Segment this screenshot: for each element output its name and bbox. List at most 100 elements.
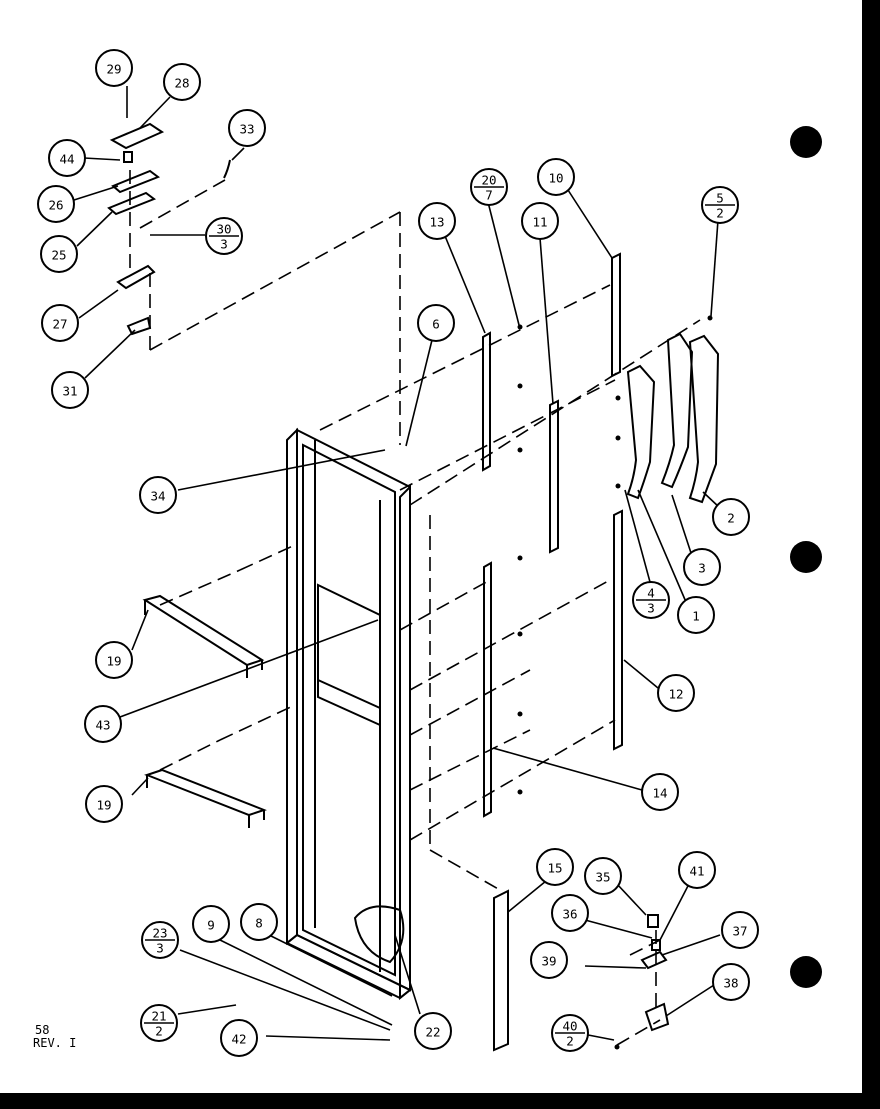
callout-numerator: 4 xyxy=(647,586,655,601)
callout-circle xyxy=(677,596,715,634)
callout-numerator: 5 xyxy=(716,191,724,206)
callout-label: 13 xyxy=(429,215,444,230)
callout-20: 207 xyxy=(470,168,508,206)
callout-quantity: 2 xyxy=(155,1024,163,1039)
binder-hole-top xyxy=(790,126,822,158)
callout-circle xyxy=(40,235,78,273)
page-border-bottom xyxy=(0,1093,880,1109)
callout-33: 33 xyxy=(228,109,266,147)
callout-numerator: 23 xyxy=(152,926,167,941)
callout-23: 233 xyxy=(141,921,179,959)
callout-2: 2 xyxy=(712,498,750,536)
callout-circle xyxy=(37,185,75,223)
callout-label: 43 xyxy=(95,718,110,733)
callout-label: 25 xyxy=(51,248,66,263)
callout-31: 31 xyxy=(51,371,89,409)
callout-15: 15 xyxy=(536,848,574,886)
callout-label: 22 xyxy=(425,1025,440,1040)
callout-circle xyxy=(584,857,622,895)
callout-42: 42 xyxy=(220,1019,258,1057)
bottom-hinge-assembly xyxy=(640,914,670,1032)
callout-numerator: 30 xyxy=(216,222,231,237)
callout-circle xyxy=(51,371,89,409)
binder-hole-bottom xyxy=(790,956,822,988)
callout-39: 39 xyxy=(530,941,568,979)
callout-38: 38 xyxy=(712,963,750,1001)
callout-40: 402 xyxy=(551,1014,589,1052)
callout-30: 303 xyxy=(205,217,243,255)
callout-35: 35 xyxy=(584,857,622,895)
door-shelves xyxy=(142,594,267,828)
page-border-right xyxy=(862,0,880,1109)
page-number: 58 xyxy=(35,1023,49,1037)
callout-bubbles: 2928443326253032731620713101152342343119… xyxy=(37,49,759,1057)
callout-8: 8 xyxy=(240,903,278,941)
revision-label: REV. I xyxy=(33,1036,76,1050)
callout-circle xyxy=(530,941,568,979)
callout-circle xyxy=(641,773,679,811)
callout-12: 12 xyxy=(657,674,695,712)
callout-label: 38 xyxy=(723,976,738,991)
callout-circle xyxy=(536,848,574,886)
callout-quantity: 3 xyxy=(156,941,164,956)
callout-circle xyxy=(678,851,716,889)
binder-hole-middle xyxy=(790,541,822,573)
callout-28: 28 xyxy=(163,63,201,101)
callout-label: 29 xyxy=(106,62,121,77)
leader-lines xyxy=(73,86,721,1041)
callout-label: 41 xyxy=(689,864,704,879)
callout-label: 11 xyxy=(532,215,547,230)
callout-22: 22 xyxy=(414,1012,452,1050)
callout-label: 10 xyxy=(548,171,563,186)
callout-circle xyxy=(41,304,79,342)
callout-label: 39 xyxy=(541,954,556,969)
door-frame xyxy=(285,427,412,1001)
callout-circle xyxy=(84,705,122,743)
callout-circle xyxy=(220,1019,258,1057)
door-handles xyxy=(626,332,720,504)
callout-34: 34 xyxy=(139,476,177,514)
callout-label: 44 xyxy=(59,152,74,167)
callout-circle xyxy=(95,641,133,679)
callout-44: 44 xyxy=(48,139,86,177)
page-note: 58 REV. I xyxy=(33,1023,76,1050)
callout-label: 35 xyxy=(595,870,610,885)
callout-26: 26 xyxy=(37,185,75,223)
callout-14: 14 xyxy=(641,773,679,811)
callout-circle xyxy=(712,963,750,1001)
callout-circle xyxy=(537,158,575,196)
screws xyxy=(517,315,713,1050)
callout-label: 28 xyxy=(174,76,189,91)
callout-circle xyxy=(418,202,456,240)
callout-label: 8 xyxy=(255,916,263,931)
callout-25: 25 xyxy=(40,235,78,273)
callout-label: 19 xyxy=(96,798,111,813)
callout-quantity: 7 xyxy=(485,188,493,203)
callout-19a: 19 xyxy=(95,641,133,679)
callout-numerator: 40 xyxy=(562,1019,577,1034)
callout-label: 27 xyxy=(52,317,67,332)
callout-circle xyxy=(657,674,695,712)
callout-37: 37 xyxy=(721,911,759,949)
callout-41: 41 xyxy=(678,851,716,889)
callout-numerator: 21 xyxy=(151,1009,166,1024)
callout-1: 1 xyxy=(677,596,715,634)
callout-circle xyxy=(521,202,559,240)
callout-label: 37 xyxy=(732,924,747,939)
callout-circle xyxy=(721,911,759,949)
callout-label: 1 xyxy=(692,609,700,624)
callout-label: 31 xyxy=(62,384,77,399)
callout-quantity: 2 xyxy=(566,1034,574,1049)
callout-circle xyxy=(414,1012,452,1050)
callout-label: 3 xyxy=(698,561,706,576)
callout-label: 19 xyxy=(106,654,121,669)
callout-label: 33 xyxy=(239,122,254,137)
callout-circle xyxy=(85,785,123,823)
top-hinge-assembly xyxy=(107,122,231,336)
callout-circle xyxy=(192,905,230,943)
callout-43: 43 xyxy=(84,705,122,743)
callout-5: 52 xyxy=(701,186,739,224)
callout-6: 6 xyxy=(417,304,455,342)
